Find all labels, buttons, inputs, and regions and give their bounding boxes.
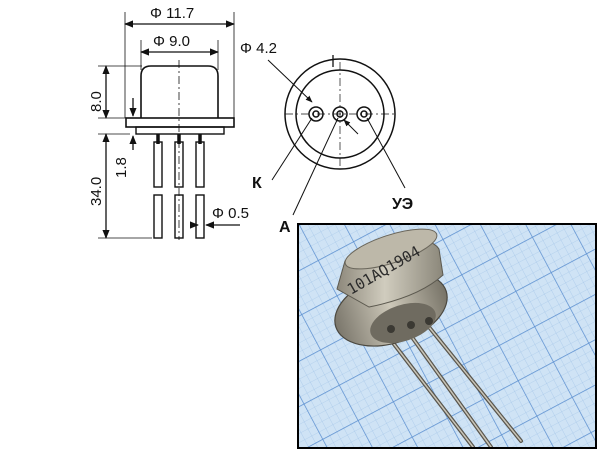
bottom-view bbox=[267, 55, 406, 216]
dim-pin-circle-diameter: Φ 4.2 bbox=[240, 40, 277, 57]
photo-illustration: 101AQ1904 bbox=[299, 225, 595, 447]
dim-flange-diameter: Φ 11.7 bbox=[150, 5, 194, 22]
pin-label-ue: УЭ bbox=[392, 196, 413, 213]
dim-body-height: 8.0 bbox=[88, 91, 105, 112]
pin-label-a: А bbox=[279, 219, 291, 236]
dim-standoff-height: 1.8 bbox=[113, 157, 130, 178]
side-view bbox=[98, 12, 240, 240]
product-photo: 101AQ1904 bbox=[297, 223, 597, 449]
dim-lead-diameter: Φ 0.5 bbox=[212, 205, 249, 222]
dim-lead-length: 34.0 bbox=[88, 177, 105, 206]
pin-label-k: К bbox=[252, 175, 262, 192]
dim-body-diameter: Φ 9.0 bbox=[153, 33, 190, 50]
